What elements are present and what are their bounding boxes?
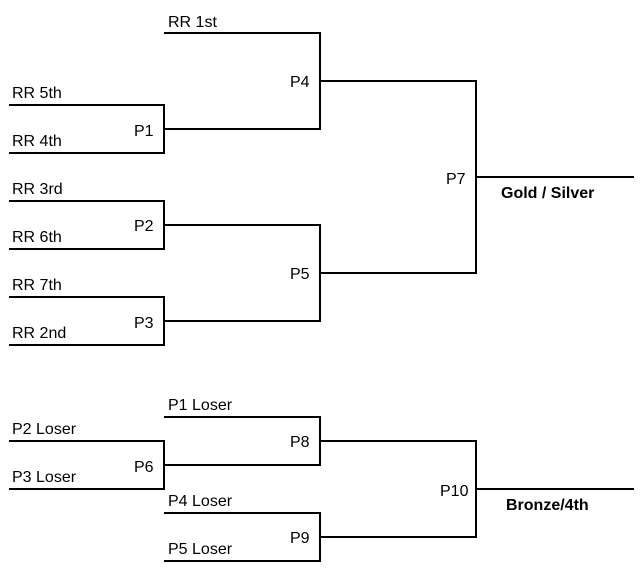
lower-bracket-lines (9, 416, 634, 562)
seed-rr7-label: RR 7th (12, 277, 62, 294)
match-p5-label: P5 (290, 266, 310, 283)
loser-p4-label: P4 Loser (168, 493, 233, 510)
match-p3-label: P3 (134, 315, 154, 332)
match-p6-label: P6 (134, 459, 154, 476)
match-p1-label: P1 (134, 123, 154, 140)
match-p2-label: P2 (134, 218, 154, 235)
seed-rr2-label: RR 2nd (12, 325, 66, 342)
result-bronze-4th-label: Bronze/4th (506, 497, 589, 514)
loser-p5-label: P5 Loser (168, 541, 233, 558)
match-p10-label: P10 (440, 483, 469, 500)
match-p7-label: P7 (446, 171, 466, 188)
seed-rr1-label: RR 1st (168, 14, 217, 31)
upper-bracket-lines (9, 32, 634, 346)
result-gold-silver-label: Gold / Silver (501, 185, 594, 202)
seed-rr3-label: RR 3rd (12, 181, 63, 198)
match-p9-label: P9 (290, 530, 310, 547)
loser-p1-label: P1 Loser (168, 397, 233, 414)
seed-rr4-label: RR 4th (12, 133, 62, 150)
loser-p2-label: P2 Loser (12, 421, 77, 438)
loser-p3-label: P3 Loser (12, 469, 77, 486)
seed-rr5-label: RR 5th (12, 85, 62, 102)
match-p4-label: P4 (290, 74, 310, 91)
seed-rr6-label: RR 6th (12, 229, 62, 246)
match-p8-label: P8 (290, 434, 310, 451)
